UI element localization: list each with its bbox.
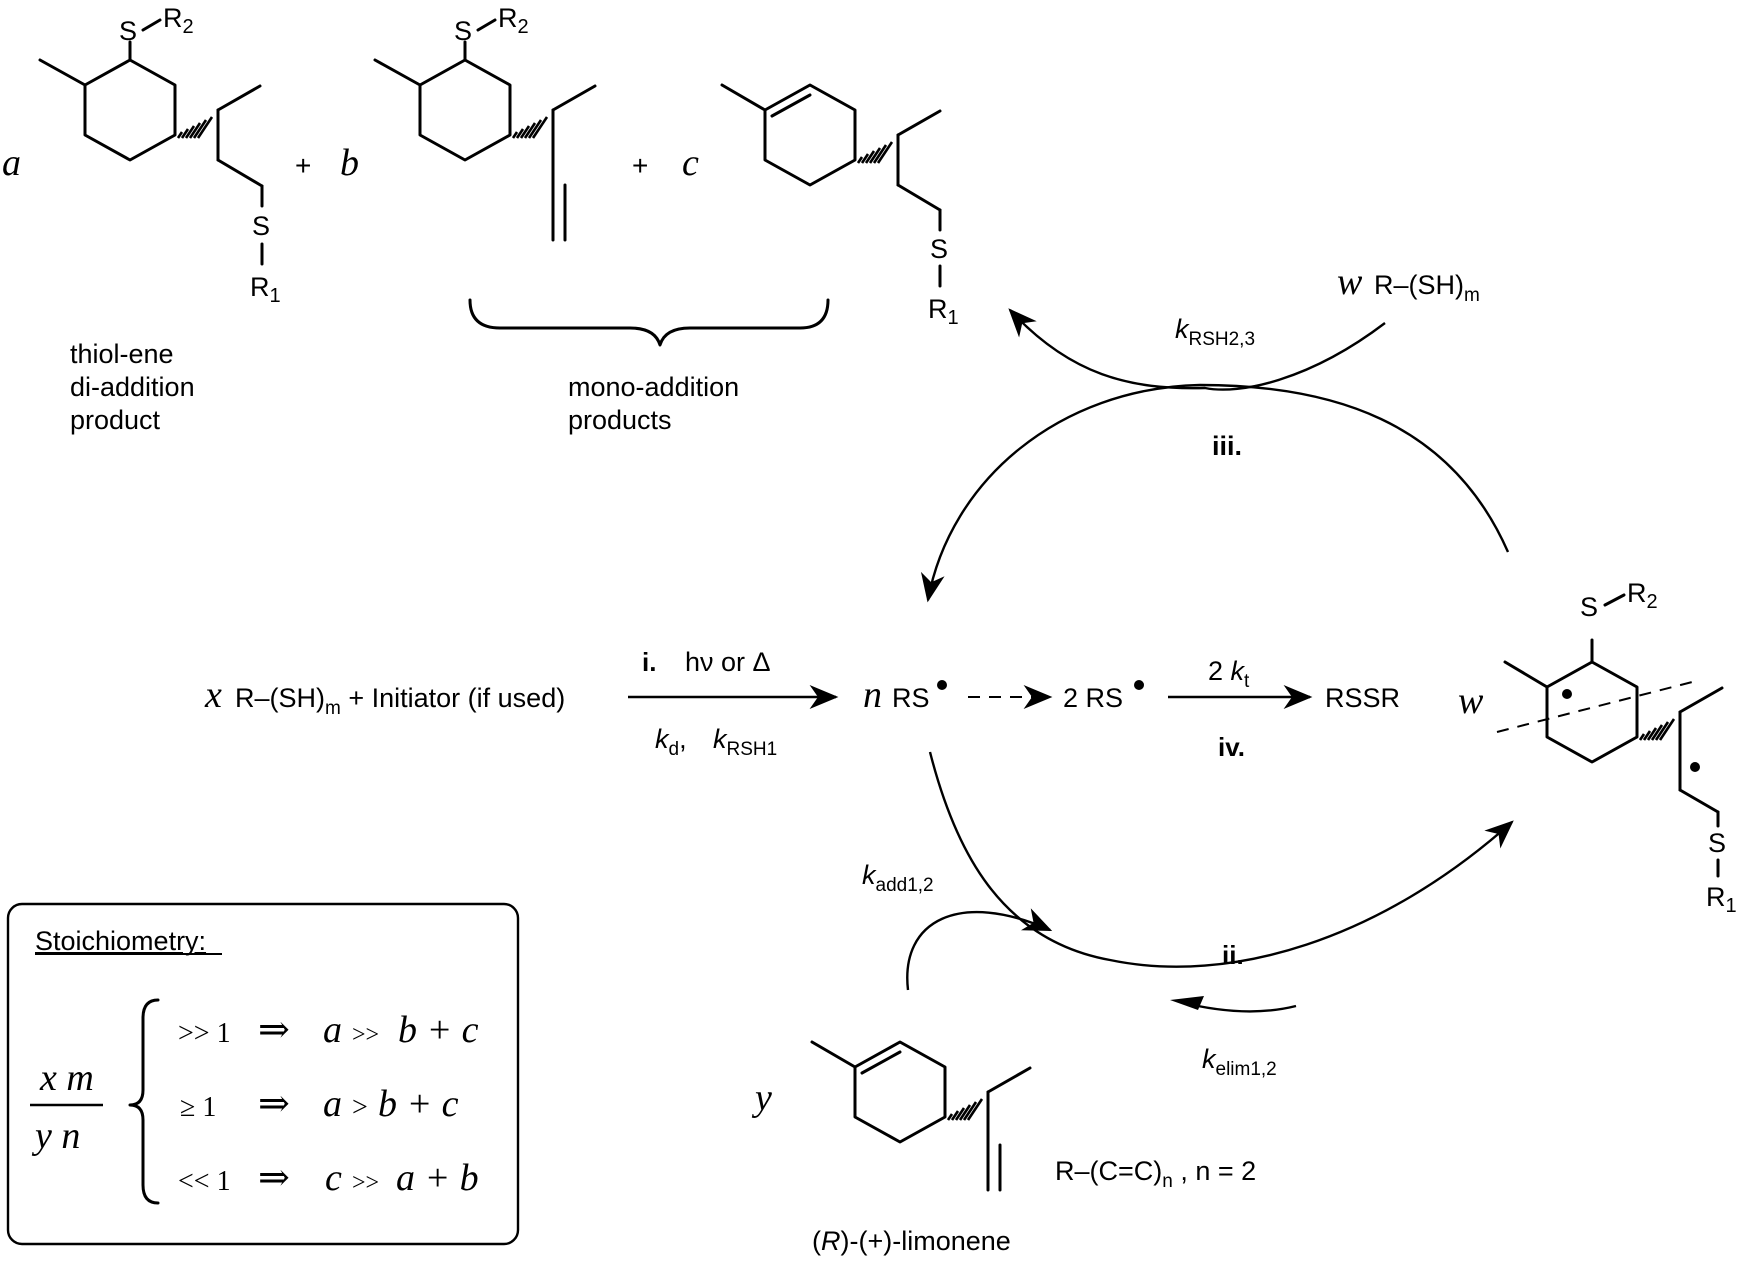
ratio-numerator: x m: [39, 1057, 94, 1099]
thiol-initiator: R–(SH)m + Initiator (if used): [235, 683, 565, 719]
addition-arrow: [906, 908, 1053, 991]
svg-text:R1: R1: [928, 294, 959, 329]
svg-text:b + c: b + c: [398, 1009, 479, 1051]
limonene-structure: y (R)-(+)-limonene: [751, 1040, 1032, 1256]
thiol-top: R–(SH)m: [1374, 270, 1480, 306]
stoichiometry-box: Stoichiometry: x m y n >> 1 ⇒ a >> b + c…: [6, 902, 520, 1246]
svg-text:R2: R2: [163, 3, 194, 38]
svg-text:a: a: [323, 1009, 342, 1051]
svg-text:b + c: b + c: [378, 1083, 459, 1125]
diaddition-label: thiol-ene di-addition product: [70, 339, 202, 435]
curly-brace: [128, 998, 160, 1205]
plus-2: +: [632, 150, 648, 181]
chain-transfer-arrow: [1008, 308, 1386, 391]
elimination-arrowhead: [1170, 996, 1204, 1010]
k-rsh1-label: kRSH1: [713, 724, 777, 760]
svg-text:S: S: [119, 16, 137, 46]
svg-text:R2: R2: [1627, 578, 1658, 613]
svg-text:≥ 1: ≥ 1: [180, 1092, 216, 1123]
kd-label: kd,: [655, 724, 687, 760]
svg-text:S: S: [252, 211, 270, 241]
stoich-row-1: >> 1 ⇒ a >> b + c: [178, 1009, 479, 1051]
rs-radical: RS: [892, 683, 930, 713]
svg-text:a: a: [323, 1083, 342, 1125]
svg-text:>: >: [352, 1092, 368, 1123]
cycle-arc-iii: [920, 383, 1510, 603]
mono-addition-brace: [468, 298, 830, 347]
mono-addition-product-c-structure: c S R1: [682, 83, 959, 329]
stoich-row-2: ≥ 1 ⇒ a > b + c: [180, 1083, 459, 1125]
svg-text:S: S: [454, 16, 472, 46]
rssr: RSSR: [1325, 683, 1400, 713]
k-rsh23-label: kRSH2,3: [1175, 314, 1255, 350]
coef-x: x: [204, 674, 222, 716]
k-add-label: kadd1,2: [862, 860, 934, 896]
ratio-denominator: y n: [31, 1115, 80, 1157]
svg-text:>>: >>: [352, 1022, 379, 1048]
coef-a: a: [2, 142, 21, 184]
svg-text:⇒: ⇒: [258, 1083, 290, 1125]
mono-addition-product-b-structure: b S R2: [340, 3, 597, 242]
svg-text:R1: R1: [250, 272, 281, 307]
plus-1: +: [295, 150, 311, 181]
step-iv: iv.: [1218, 732, 1245, 762]
svg-text:R2: R2: [498, 3, 529, 38]
limonene-label: (R)-(+)-limonene: [812, 1226, 1011, 1256]
radical-dot-1: [937, 680, 947, 690]
svg-text:⇒: ⇒: [258, 1009, 290, 1051]
svg-text:<< 1: << 1: [178, 1166, 231, 1197]
svg-text:S: S: [1708, 828, 1726, 858]
two-rs-radical: 2 RS: [1063, 683, 1123, 713]
coef-y: y: [751, 1077, 772, 1119]
svg-text:S: S: [1580, 592, 1598, 622]
conditions: hν or Δ: [685, 647, 771, 677]
coef-w-mid: w: [1458, 680, 1484, 722]
svg-text:S: S: [930, 234, 948, 264]
two-kt-label: 2 kt: [1208, 656, 1250, 692]
coef-c: c: [682, 142, 699, 184]
step-ii: ii.: [1222, 940, 1244, 970]
svg-text:a + b: a + b: [396, 1157, 479, 1199]
stoichiometry-title: Stoichiometry:: [35, 926, 206, 956]
stoich-row-3: << 1 ⇒ c >> a + b: [178, 1157, 479, 1199]
coef-b: b: [340, 142, 359, 184]
step-i: i.: [642, 647, 656, 677]
svg-text:>> 1: >> 1: [178, 1018, 231, 1049]
mono-addition-label: mono-addition products: [568, 372, 747, 435]
polyene-label: R–(C=C)n , n = 2: [1055, 1156, 1256, 1192]
svg-text:c: c: [325, 1157, 342, 1199]
step-iii: iii.: [1212, 431, 1242, 461]
svg-text:⇒: ⇒: [258, 1157, 290, 1199]
radical-dot-2: [1134, 680, 1144, 690]
coef-n: n: [863, 674, 882, 716]
coef-w-top: w: [1337, 261, 1363, 303]
svg-text:R1: R1: [1706, 882, 1737, 917]
diaddition-product-structure: a S R2 S R1 thiol-ene di-addition produc…: [2, 3, 281, 435]
cycle-arc-ii: [928, 751, 1514, 968]
svg-text:>>: >>: [352, 1170, 379, 1196]
radical-intermediate-structure: w S R2 S R1: [1458, 578, 1737, 917]
k-elim-label: kelim1,2: [1202, 1044, 1277, 1080]
